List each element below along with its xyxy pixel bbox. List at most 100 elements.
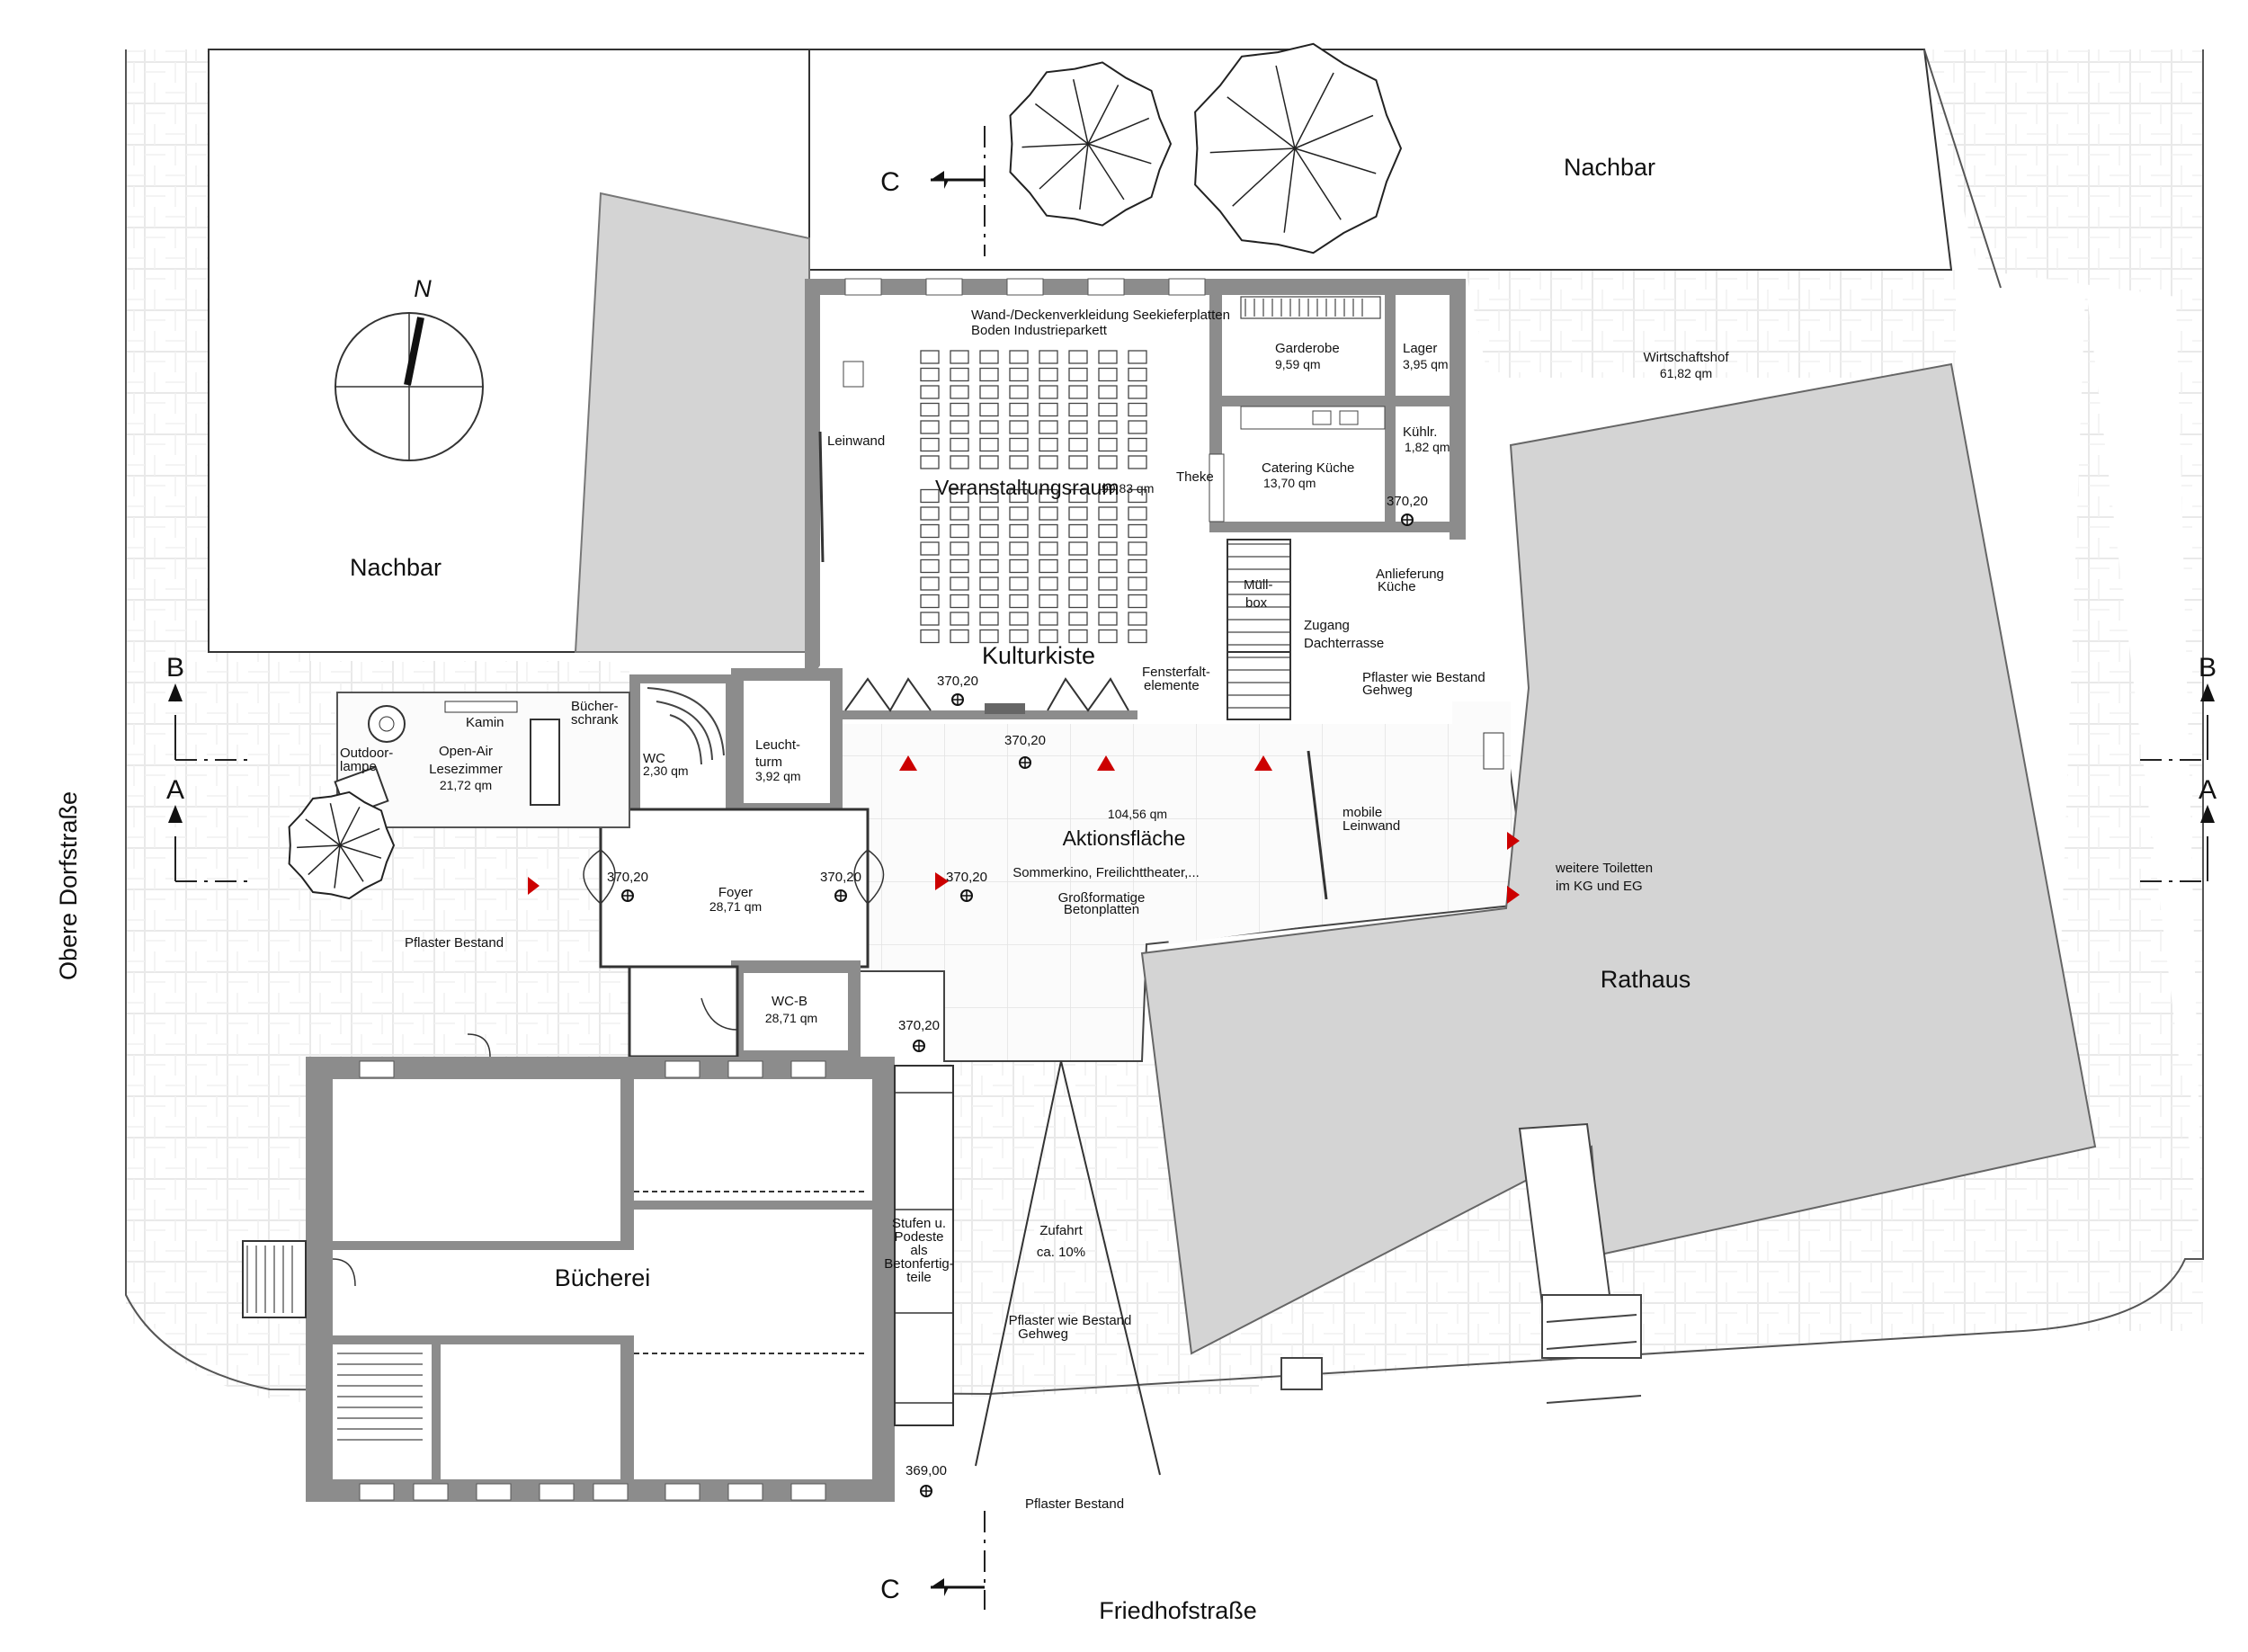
seat	[1098, 523, 1118, 539]
seat	[1039, 402, 1058, 417]
seat	[920, 506, 940, 521]
seat	[950, 402, 969, 417]
label-veranstaltungsraum-area: 99,83 qm	[1102, 481, 1154, 496]
seat	[1128, 420, 1147, 434]
kulturkiste-south-edge	[841, 710, 1137, 719]
seat	[1098, 367, 1118, 382]
seat	[1009, 385, 1029, 399]
buecherei-building	[242, 1033, 895, 1502]
foyer-door-west	[583, 849, 616, 905]
seat	[1098, 350, 1118, 364]
seat	[1009, 455, 1029, 469]
label-muell-2: box	[1245, 595, 1268, 611]
seat	[920, 612, 940, 626]
paving-wirtschaftshof	[1466, 270, 1956, 378]
label-stufen-4: Betonfertig-	[884, 1256, 954, 1272]
buecherei-entry-door	[332, 1258, 356, 1287]
window	[727, 1060, 763, 1078]
seat	[920, 437, 940, 452]
seat	[920, 629, 940, 644]
rathaus-step-line-2	[1546, 1341, 1637, 1350]
label-toiletten-1: weitere Toiletten	[1555, 861, 1653, 876]
seat	[1009, 541, 1029, 556]
label-leucht-1: Leucht-	[755, 737, 800, 753]
seat	[1098, 420, 1118, 434]
label-openair-area: 21,72 qm	[440, 778, 492, 792]
seat	[1128, 367, 1147, 382]
seat	[1039, 420, 1058, 434]
buecherschrank	[530, 719, 560, 806]
seat	[979, 558, 999, 574]
seat	[950, 612, 969, 626]
label-foyer-area: 28,71 qm	[709, 899, 762, 914]
seat	[1009, 367, 1029, 382]
label-gross-2: Betonplatten	[1064, 902, 1139, 917]
seat	[1009, 594, 1029, 609]
label-foyer: Foyer	[718, 885, 753, 900]
seat	[1039, 612, 1058, 626]
level-markers	[621, 513, 1414, 1497]
stairs-dachterrasse	[1227, 539, 1291, 720]
garderobe-rail	[1240, 296, 1381, 319]
site-boundary	[125, 49, 2204, 1396]
seat	[1128, 350, 1147, 364]
seat	[1068, 420, 1088, 434]
label-pflaster-gehweg-2: Gehweg	[1362, 683, 1413, 698]
label-stufen-5: teile	[906, 1270, 932, 1285]
seat	[1128, 385, 1147, 399]
kamin-bench	[444, 701, 518, 713]
seat	[1128, 488, 1147, 504]
section-b-right: B	[2199, 653, 2217, 683]
rathaus-step-line-1	[1546, 1314, 1637, 1323]
projector	[843, 361, 864, 388]
seat	[1039, 558, 1058, 574]
north-label: N	[414, 275, 432, 302]
seat	[1128, 612, 1147, 626]
seat	[979, 541, 999, 556]
seat	[979, 523, 999, 539]
level-symbol-cross	[1402, 514, 1413, 525]
seat	[1068, 523, 1088, 539]
label-street-south: Friedhofstraße	[1099, 1597, 1257, 1624]
seat	[950, 437, 969, 452]
label-mobile-1: mobile	[1343, 805, 1382, 820]
service-inner-wall-1	[1209, 279, 1222, 454]
level-symbol-cross	[961, 890, 972, 901]
label-pflaster-gehweg-1: Pflaster wie Bestand	[1362, 670, 1485, 685]
level-foyer-east: 370,20	[820, 870, 861, 885]
label-stufen-1: Stufen u.	[892, 1216, 946, 1231]
buecherei-room-ne	[634, 1079, 872, 1201]
seat	[1098, 402, 1118, 417]
seat	[950, 506, 969, 521]
buecherei-side-door	[467, 1033, 491, 1058]
seating-grid	[920, 350, 1147, 644]
kitchen-sink-2	[1339, 410, 1359, 425]
seat	[1009, 437, 1029, 452]
stair-frame	[1227, 539, 1291, 720]
label-zufahrt: Zufahrt	[1039, 1223, 1083, 1238]
seat	[950, 576, 969, 591]
label-openair-1: Open-Air	[439, 744, 493, 759]
seat	[1039, 488, 1058, 504]
seat	[1098, 488, 1118, 504]
seat	[1039, 576, 1058, 591]
fold-elements	[844, 677, 1129, 712]
label-leucht-2: turm	[755, 755, 782, 770]
label-rathaus: Rathaus	[1601, 966, 1691, 993]
seat	[1068, 541, 1088, 556]
seat	[1068, 385, 1088, 399]
label-kuehlr: Kühlr.	[1403, 424, 1437, 440]
seat	[920, 350, 940, 364]
seat	[920, 594, 940, 609]
label-openair-2: Lesezimmer	[429, 762, 503, 777]
service-inner-wall-4	[1385, 406, 1396, 523]
label-pflaster-zufahrt-1: Pflaster wie Bestand	[1009, 1313, 1132, 1328]
seat	[1128, 629, 1147, 644]
level-symbol-cross	[622, 890, 633, 901]
label-lager: Lager	[1403, 341, 1437, 356]
seat	[979, 576, 999, 591]
label-wc: WC	[643, 751, 665, 766]
level-kulturkiste: 370,20	[937, 674, 978, 689]
seat	[1098, 594, 1118, 609]
kamin-inner	[379, 716, 395, 732]
